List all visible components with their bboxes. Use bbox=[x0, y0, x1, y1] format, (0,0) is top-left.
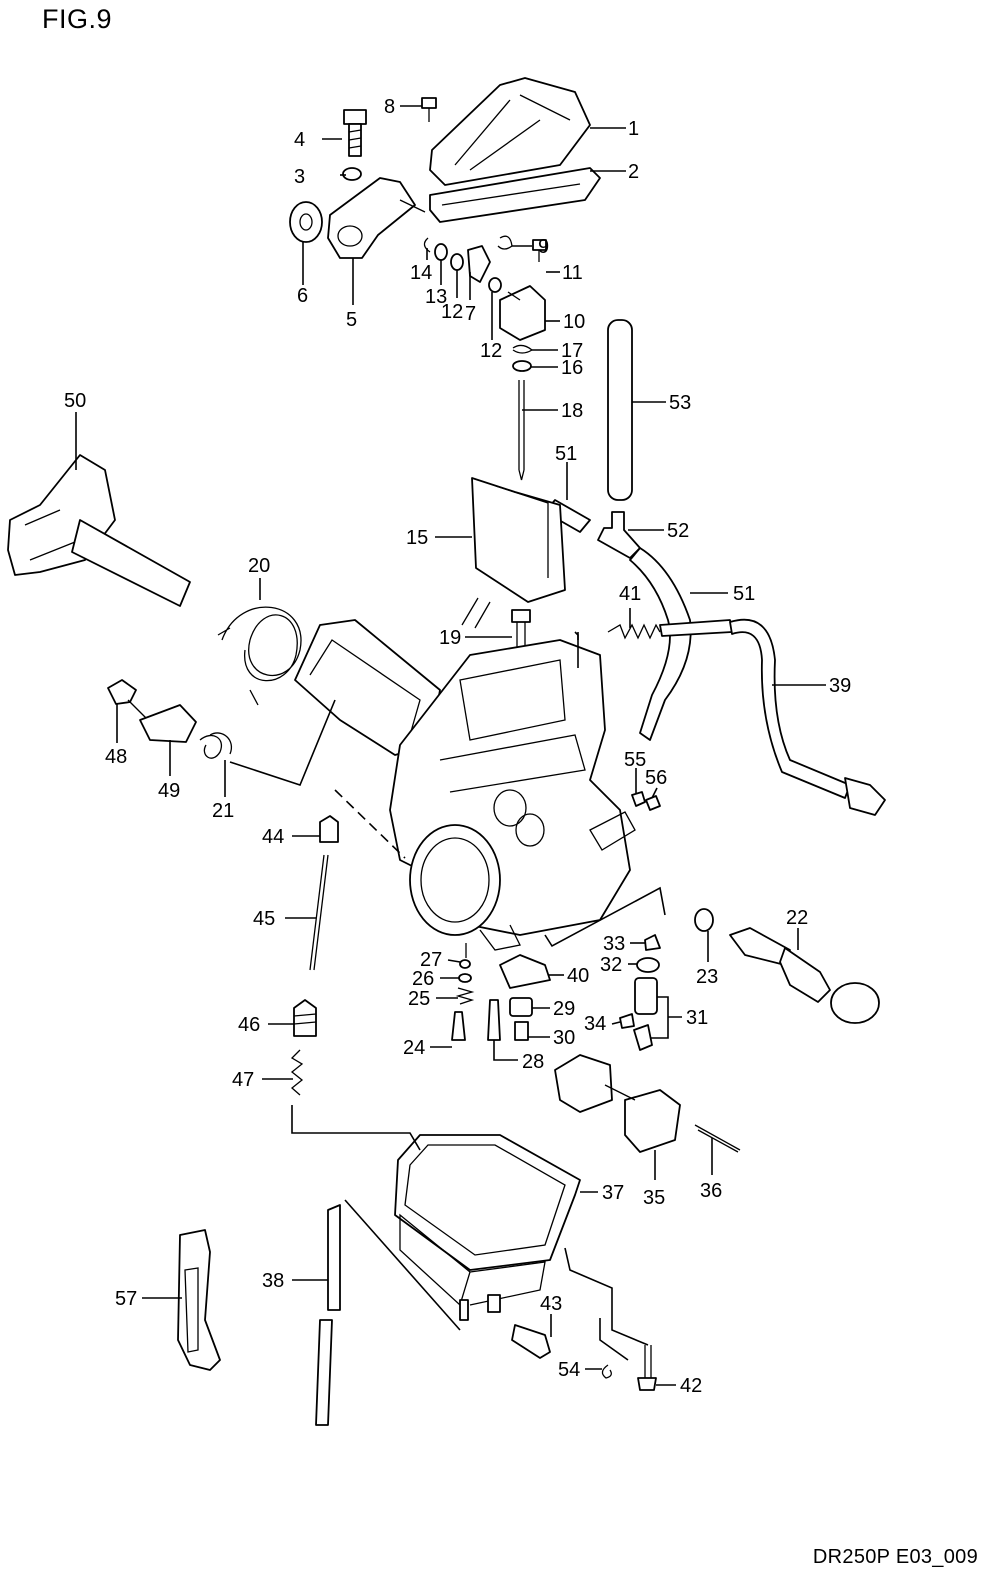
callout-44: 44 bbox=[262, 826, 284, 848]
callout-52: 52 bbox=[667, 520, 689, 542]
callout-16: 16 bbox=[561, 357, 583, 379]
callout-14: 14 bbox=[410, 262, 432, 284]
callout-27: 27 bbox=[420, 949, 442, 971]
callout-41: 41 bbox=[619, 583, 641, 605]
callout-13: 13 bbox=[425, 286, 447, 308]
callout-50: 50 bbox=[64, 390, 86, 412]
leader-lines bbox=[75, 105, 826, 1386]
callout-51b: 51 bbox=[733, 583, 755, 605]
callout-12b: 12 bbox=[480, 340, 502, 362]
callout-55: 55 bbox=[624, 749, 646, 771]
callout-57: 57 bbox=[115, 1288, 137, 1310]
callout-6: 6 bbox=[297, 285, 308, 307]
callout-35: 35 bbox=[643, 1187, 665, 1209]
callout-23: 23 bbox=[696, 966, 718, 988]
callout-30: 30 bbox=[553, 1027, 575, 1049]
callout-34: 34 bbox=[584, 1013, 606, 1035]
callout-42: 42 bbox=[680, 1375, 702, 1397]
callout-49: 49 bbox=[158, 780, 180, 802]
callout-29: 29 bbox=[553, 998, 575, 1020]
callout-1: 1 bbox=[628, 118, 639, 140]
callout-24: 24 bbox=[403, 1037, 425, 1059]
callout-17: 17 bbox=[561, 340, 583, 362]
callout-26: 26 bbox=[412, 968, 434, 990]
callout-31: 31 bbox=[686, 1007, 708, 1029]
callout-20: 20 bbox=[248, 555, 270, 577]
callout-54: 54 bbox=[558, 1359, 580, 1381]
callout-5: 5 bbox=[346, 309, 357, 331]
callout-40: 40 bbox=[567, 965, 589, 987]
part-drawings bbox=[7, 77, 886, 1426]
callout-45: 45 bbox=[253, 908, 275, 930]
callout-56: 56 bbox=[645, 767, 667, 789]
callout-48: 48 bbox=[105, 746, 127, 768]
callout-15: 15 bbox=[406, 527, 428, 549]
callout-43: 43 bbox=[540, 1293, 562, 1315]
callout-18: 18 bbox=[561, 400, 583, 422]
callout-25: 25 bbox=[408, 988, 430, 1010]
callout-32: 32 bbox=[600, 954, 622, 976]
callout-12a: 12 bbox=[441, 301, 463, 323]
callout-10: 10 bbox=[563, 311, 585, 333]
callout-28: 28 bbox=[522, 1051, 544, 1073]
diagram-code: DR250P E03_009 bbox=[812, 1546, 978, 1568]
callout-2: 2 bbox=[628, 161, 639, 183]
callout-47: 47 bbox=[232, 1069, 254, 1091]
callout-51a: 51 bbox=[555, 443, 577, 465]
callout-4: 4 bbox=[294, 129, 305, 151]
callout-33: 33 bbox=[603, 933, 625, 955]
callout-38: 38 bbox=[262, 1270, 284, 1292]
callout-7: 7 bbox=[465, 303, 476, 325]
callout-labels: 1 2 3 4 5 6 7 8 9 10 11 12 12 13 14 15 1… bbox=[64, 96, 851, 1397]
callout-36: 36 bbox=[700, 1180, 722, 1202]
callout-19: 19 bbox=[439, 627, 461, 649]
callout-21: 21 bbox=[212, 800, 234, 822]
callout-8: 8 bbox=[384, 96, 395, 118]
figure-title: FIG.9 bbox=[42, 4, 113, 34]
callout-9: 9 bbox=[538, 236, 549, 258]
callout-37: 37 bbox=[602, 1182, 624, 1204]
callout-46: 46 bbox=[238, 1014, 260, 1036]
callout-22: 22 bbox=[786, 907, 808, 929]
callout-39-label: 39 bbox=[829, 675, 851, 697]
callout-3: 3 bbox=[294, 166, 305, 188]
callout-53: 53 bbox=[669, 392, 691, 414]
callout-11: 11 bbox=[562, 262, 583, 284]
